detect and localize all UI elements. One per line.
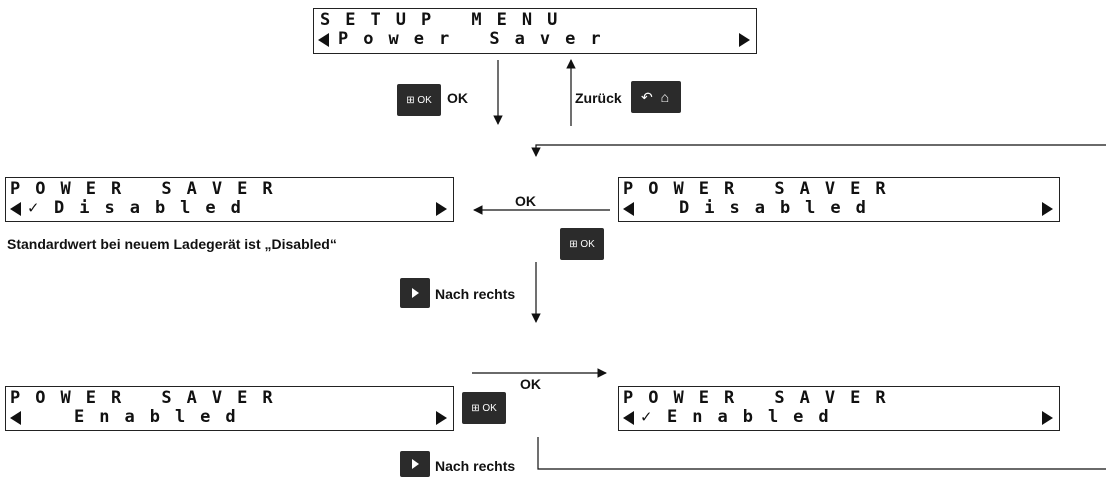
right-arrow-icon: [1042, 411, 1053, 425]
loop-line-top: [531, 144, 1106, 157]
lcd-line2: ✓ Disabled: [10, 198, 449, 218]
check-icon: ✓: [28, 198, 54, 218]
lcd-power-saver-enabled: POWER SAVER Enabled: [5, 386, 454, 431]
ok-label: OK: [447, 90, 468, 106]
lcd-line1: SETUP MENU: [320, 10, 573, 30]
lcd-line1: POWER SAVER: [623, 179, 901, 199]
check-icon: ✓: [641, 407, 667, 427]
loop-line-bottom: [537, 437, 1106, 470]
ok-button[interactable]: ⊞ OK: [462, 392, 506, 424]
right-arrow-icon: [436, 411, 447, 425]
ok-label: OK: [515, 193, 536, 209]
left-arrow-icon: [623, 411, 634, 425]
lcd-line1: POWER SAVER: [623, 388, 901, 408]
left-arrow-icon: [10, 202, 21, 216]
ok-button[interactable]: ⊞ OK: [397, 84, 441, 116]
lcd-line2: Power Saver: [318, 29, 752, 49]
left-arrow-icon: [623, 202, 634, 216]
right-button[interactable]: [400, 278, 430, 308]
lcd-line2: ✓ Enabled: [623, 407, 1055, 427]
right-label: Nach rechts: [435, 458, 516, 474]
right-label: Nach rechts: [435, 286, 516, 302]
ok-button[interactable]: ⊞ OK: [560, 228, 604, 260]
left-arrow-icon: [10, 411, 21, 425]
left-arrow-icon: [318, 33, 329, 47]
default-note: Standardwert bei neuem Ladegerät ist „Di…: [7, 236, 337, 252]
back-home-button[interactable]: ↶ ⌂: [631, 81, 681, 113]
lcd-line2: Disabled: [623, 198, 1055, 218]
lcd-line2: Enabled: [10, 407, 449, 427]
back-label: Zurück: [575, 90, 622, 106]
lcd-power-saver-default: POWER SAVER ✓ Disabled: [5, 177, 454, 222]
lcd-line1: POWER SAVER: [10, 179, 288, 199]
ok-label: OK: [520, 376, 541, 392]
lcd-setup-menu: SETUP MENU Power Saver: [313, 8, 757, 54]
right-arrow-icon: [739, 33, 750, 47]
play-icon: [411, 288, 419, 298]
lcd-power-saver-disabled: POWER SAVER Disabled: [618, 177, 1060, 222]
play-icon: [411, 459, 419, 469]
right-arrow-icon: [436, 202, 447, 216]
right-arrow-icon: [1042, 202, 1053, 216]
right-button[interactable]: [400, 451, 430, 477]
lcd-line1: POWER SAVER: [10, 388, 288, 408]
lcd-power-saver-enabled-checked: POWER SAVER ✓ Enabled: [618, 386, 1060, 431]
